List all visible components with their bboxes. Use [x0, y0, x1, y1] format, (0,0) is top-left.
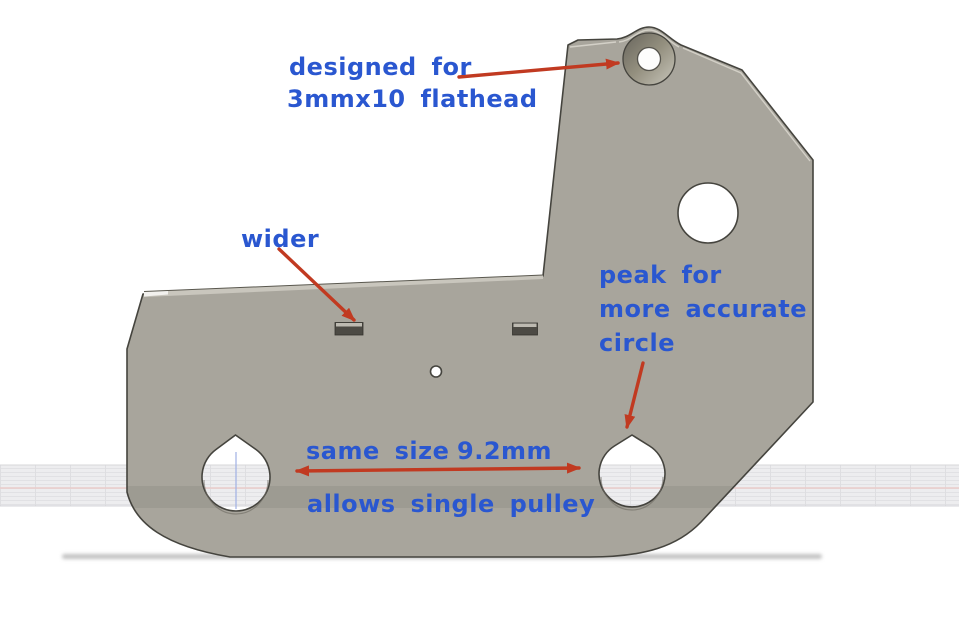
label-dimension-value: 9.2mm: [457, 437, 552, 465]
chamfer-edge-highlight: [682, 47, 811, 162]
label-designed-line1: designed for: [289, 53, 472, 81]
annotation-arrows: [277, 58, 645, 477]
bump-edge-highlight: [618, 29, 680, 48]
countersunk-hole: [622, 32, 676, 86]
strip-top-line: [143, 274, 544, 292]
label-peak-line1: peak for: [599, 261, 722, 289]
label-same-size: same size: [306, 437, 449, 465]
edge-highlights: [569, 29, 811, 162]
arrow-designed: [457, 58, 620, 79]
label-peak-line3: circle: [599, 329, 675, 357]
strip-face: [144, 275, 543, 297]
countersink-bore: [636, 46, 662, 72]
label-wider: wider: [241, 225, 319, 253]
slot-right-wall: [513, 323, 537, 327]
top-edge-strip: [143, 274, 544, 297]
arrow-wider: [277, 247, 356, 322]
pulley-hole-left-wall: [203, 479, 269, 515]
pulley-hole-right-wall: [600, 476, 664, 511]
label-allows-pulley: allows single pulley: [307, 490, 595, 518]
arrow-dimension: [295, 462, 581, 477]
label-designed-line2: 3mmx10 flathead: [287, 85, 538, 113]
arrow-peak: [624, 361, 645, 429]
top-edge-highlight: [569, 41, 617, 48]
slot-left: [334, 322, 364, 336]
annotation-labels: designed for 3mmx10 flathead wider peak …: [241, 53, 807, 518]
slot-right: [512, 322, 538, 336]
label-peak-line2: more accurate: [599, 295, 807, 323]
slot-left-wall: [336, 323, 362, 327]
